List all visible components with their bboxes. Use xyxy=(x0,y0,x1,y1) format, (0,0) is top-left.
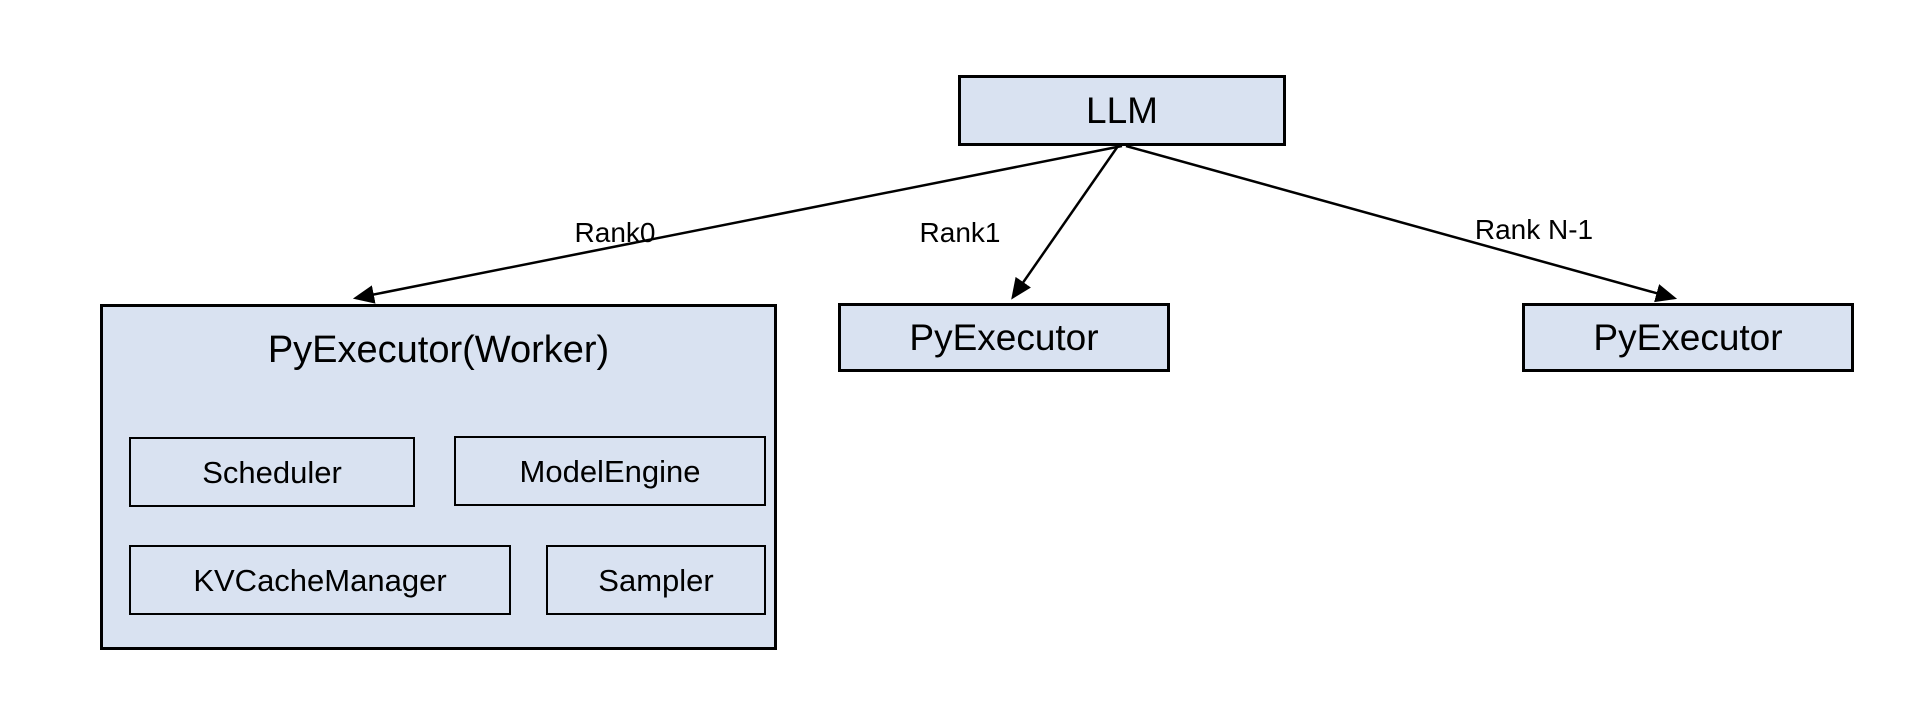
model-engine-node: ModelEngine xyxy=(454,436,766,506)
pyexecutor-rank-n-node: PyExecutor xyxy=(1522,303,1854,372)
edge-label-rank-n-1: Rank N-1 xyxy=(1474,214,1594,245)
llm-node: LLM xyxy=(958,75,1286,146)
scheduler-node: Scheduler xyxy=(129,437,415,507)
sampler-node: Sampler xyxy=(546,545,766,615)
kvcache-manager-node: KVCacheManager xyxy=(129,545,511,615)
edge-label-rank0: Rank0 xyxy=(574,217,656,248)
arrow-rank0 xyxy=(352,144,1123,304)
pyexecutor-worker-label: PyExecutor(Worker) xyxy=(267,329,610,371)
arrow-rank1 xyxy=(1011,145,1120,300)
pyexecutor-rank1-node: PyExecutor xyxy=(838,303,1170,372)
pyexecutor-worker-node: PyExecutor(Worker) Scheduler ModelEngine… xyxy=(100,304,777,650)
edge-label-rank1: Rank1 xyxy=(919,217,1001,248)
